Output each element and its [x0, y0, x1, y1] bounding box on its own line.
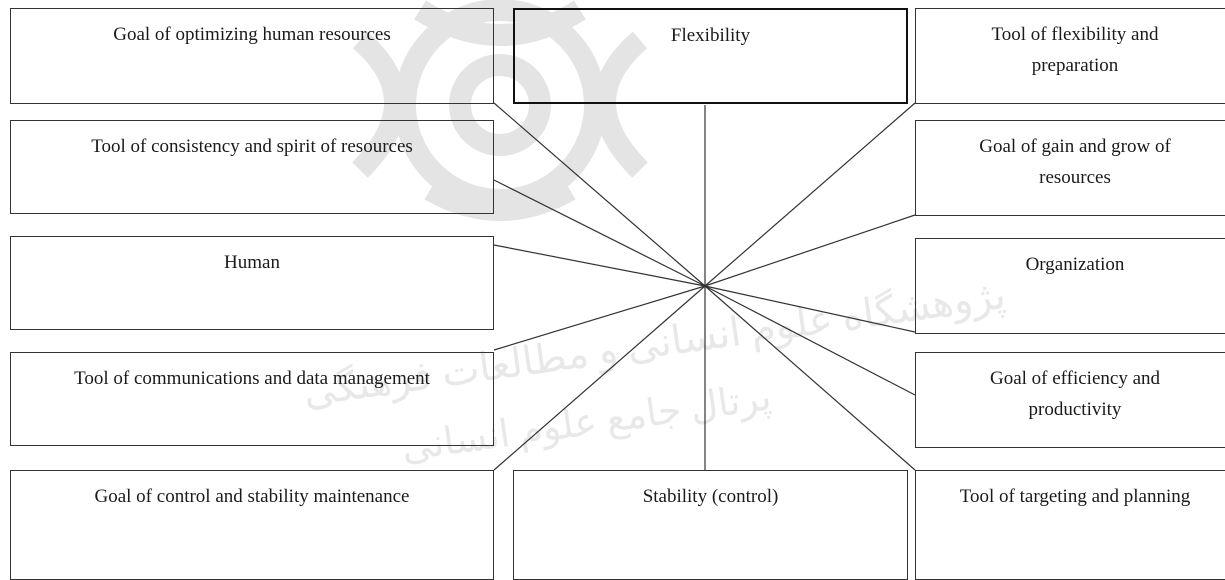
right-box-2-label: Goal of gain and grow of resources	[979, 136, 1171, 188]
right-box-1-label: Tool of flexibility and preparation	[991, 24, 1159, 76]
right-box-4: Goal of efficiency and productivity	[915, 352, 1225, 448]
left-box-1-label: Goal of optimizing human resources	[113, 24, 391, 45]
line-left-2	[493, 179, 706, 287]
left-box-3-label: Human	[224, 252, 280, 273]
line-left-4	[493, 285, 706, 351]
right-box-4-label: Goal of efficiency and productivity	[989, 368, 1161, 420]
left-box-4-label: Tool of communications and data manageme…	[74, 368, 430, 389]
left-box-1: Goal of optimizing human resources	[10, 8, 494, 104]
left-box-2-label: Tool of consistency and spirit of resour…	[91, 136, 413, 157]
line-right-1	[704, 102, 916, 287]
left-box-5-label: Goal of control and stability maintenanc…	[94, 486, 410, 507]
flexibility-label: Flexibility	[670, 25, 751, 46]
connector-lines	[493, 102, 916, 471]
right-box-1: Tool of flexibility and preparation	[915, 8, 1225, 104]
right-box-2: Goal of gain and grow of resources	[915, 120, 1225, 216]
right-box-3: Organization	[915, 238, 1225, 334]
flexibility-box: Flexibility	[513, 8, 908, 104]
left-box-4: Tool of communications and data manageme…	[10, 352, 494, 446]
line-right-5	[704, 285, 916, 471]
right-box-5-label: Tool of targeting and planning	[959, 486, 1191, 507]
line-right-4	[704, 285, 916, 396]
line-left-5	[493, 285, 706, 471]
left-box-3: Human	[10, 236, 494, 330]
stability-label: Stability (control)	[642, 486, 779, 507]
right-box-3-label: Organization	[1025, 254, 1125, 275]
line-left-1	[493, 102, 706, 287]
left-box-2: Tool of consistency and spirit of resour…	[10, 120, 494, 214]
line-right-2	[704, 214, 916, 287]
line-right-3	[704, 285, 916, 333]
competing-values-diagram: پژوهشگاه علوم انسانی و مطالعات فرهنگی پر…	[10, 0, 1225, 580]
line-left-3	[493, 244, 706, 287]
